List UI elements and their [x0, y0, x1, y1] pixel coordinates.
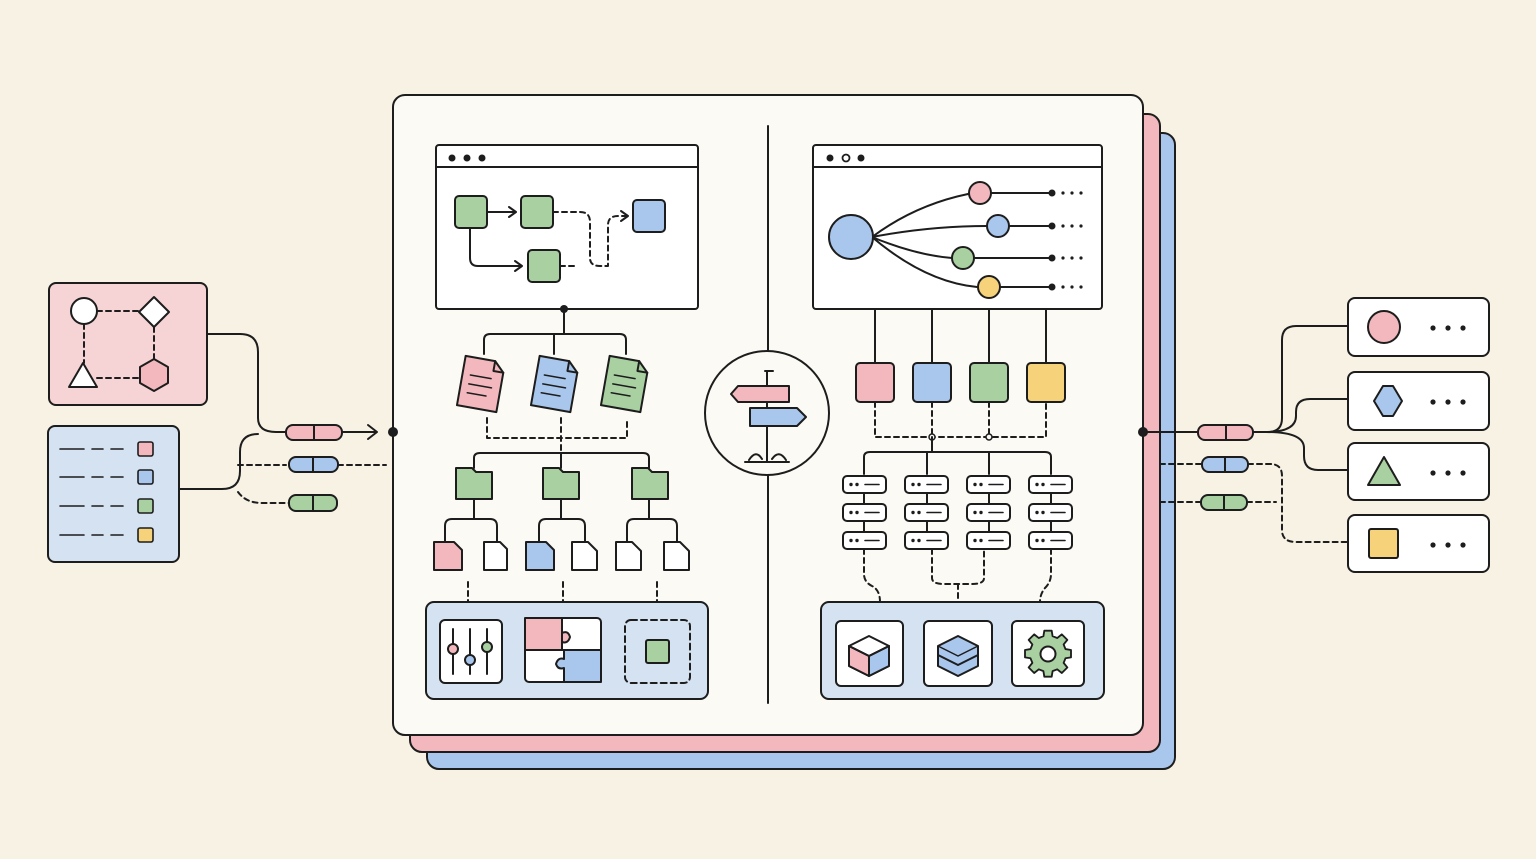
shapes-panel [48, 282, 208, 406]
tools-tray [425, 601, 709, 700]
branch-window [812, 144, 1103, 310]
list-row [59, 441, 154, 457]
red-document-icon [455, 354, 505, 414]
more-icon [1430, 399, 1466, 405]
gear-icon [1011, 620, 1085, 687]
flow-node [520, 195, 554, 229]
category-block [1026, 362, 1066, 403]
hexagon-cube-icon [923, 620, 993, 687]
flow-node [454, 195, 488, 229]
folder-icon [542, 467, 580, 500]
circle-icon [1367, 310, 1401, 344]
output-card [1347, 514, 1490, 573]
hexagon-icon [1373, 385, 1403, 417]
list-panel [47, 425, 180, 563]
sliders-icon [439, 619, 503, 684]
window-dot [478, 154, 486, 162]
signpost-icon [704, 350, 830, 476]
category-block [912, 362, 952, 403]
list-row [59, 469, 154, 485]
category-block [969, 362, 1009, 403]
window-dot [857, 154, 865, 162]
branch-node [977, 275, 1001, 299]
green-document-icon [599, 354, 649, 414]
file-icon [571, 541, 598, 571]
cube-icon [835, 620, 904, 687]
window-dot [826, 154, 834, 162]
components-tray [820, 601, 1105, 700]
output-connectors [1142, 325, 1349, 543]
file-icon [615, 541, 642, 571]
branch-node [968, 181, 992, 205]
folder-icon [631, 467, 669, 500]
flow-node [632, 199, 666, 233]
document-tree [433, 305, 690, 603]
puzzle-icon [524, 617, 602, 683]
list-row [59, 527, 154, 543]
file-icon [483, 541, 508, 571]
input-connectors [178, 333, 387, 512]
window-dot [841, 153, 851, 163]
file-icon [663, 541, 690, 571]
output-cards [1347, 297, 1490, 573]
input-port [388, 427, 398, 437]
window-dot [448, 154, 456, 162]
output-card [1347, 297, 1490, 357]
output-card [1347, 442, 1490, 501]
category-blocks [855, 308, 1066, 475]
branch-node [986, 214, 1010, 238]
file-icon [525, 541, 555, 571]
branch-node [951, 246, 975, 270]
circle-shape [70, 297, 98, 325]
more-icon [1430, 325, 1466, 331]
left-pane [425, 144, 709, 700]
flow-node [527, 249, 561, 283]
triangle-shape [68, 362, 98, 388]
file-icon [433, 541, 463, 571]
folder-icon [455, 467, 493, 500]
triangle-icon [1367, 456, 1401, 486]
hexagon-shape [139, 358, 169, 392]
square-icon [1368, 528, 1399, 559]
more-icon [1430, 542, 1466, 548]
flow-window [435, 144, 699, 310]
category-block [855, 362, 895, 403]
more-icon [1430, 470, 1466, 476]
blue-document-icon [529, 354, 579, 414]
dashed-square-icon [624, 619, 691, 684]
right-pane [812, 144, 1105, 700]
list-row [59, 498, 154, 514]
server-grid [842, 475, 1073, 603]
root-node [828, 214, 874, 260]
output-card [1347, 371, 1490, 431]
window-dot [463, 154, 471, 162]
